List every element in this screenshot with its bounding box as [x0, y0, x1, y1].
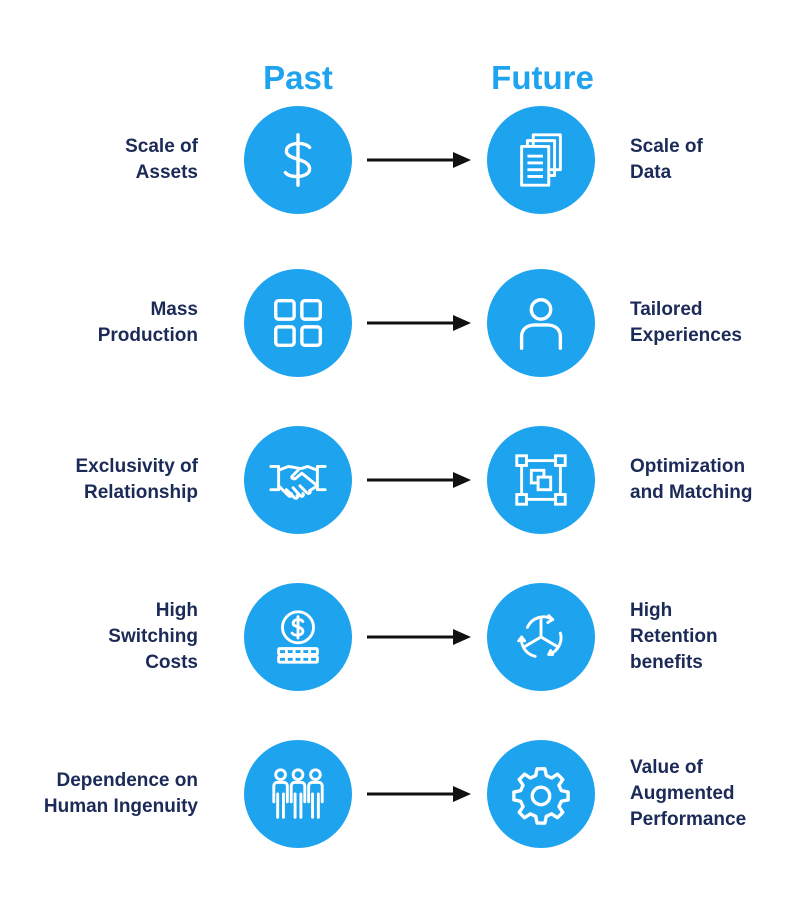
future-label-line: Scale of [630, 136, 703, 157]
past-label-line: Human Ingenuity [43, 796, 198, 817]
future-label: High Retention benefits [630, 598, 810, 676]
future-label-line: Experiences [630, 325, 742, 346]
comparison-row: Scale of Assets Scale of Data [0, 105, 812, 215]
future-label-line: Retention [630, 626, 718, 647]
coins-icon [244, 583, 352, 691]
past-label-line: High [155, 600, 198, 621]
past-label-line: Costs [145, 652, 198, 673]
past-label-line: Mass [150, 299, 198, 320]
past-label-line: Assets [135, 162, 198, 183]
arrow-right-icon [367, 629, 471, 645]
future-label-line: benefits [630, 652, 703, 673]
future-label-line: Tailored [630, 299, 703, 320]
handshake-icon [244, 426, 352, 534]
future-label-line: Performance [630, 809, 747, 830]
future-label-line: Optimization [630, 456, 746, 477]
person-icon [487, 269, 595, 377]
future-label-line: Value of [630, 757, 703, 778]
future-label-line: Augmented [630, 783, 735, 804]
cycle-icon [487, 583, 595, 691]
comparison-row: Exclusivity of Relationship Optim [0, 425, 812, 535]
past-label-line: Production [97, 325, 198, 346]
future-label: Scale of Data [630, 134, 810, 186]
past-label-line: Exclusivity of [75, 456, 199, 477]
past-label: Dependence on Human Ingenuity [0, 768, 198, 820]
past-label: Exclusivity of Relationship [0, 454, 199, 506]
past-label: Mass Production [0, 297, 198, 349]
arrow-right-icon [367, 152, 471, 168]
future-label-line: and Matching [630, 482, 753, 503]
comparison-row: Mass Production Tailored Experiences [0, 268, 812, 378]
future-label-line: Data [630, 162, 672, 183]
arrow-right-icon [367, 472, 471, 488]
documents-icon [487, 106, 595, 214]
arrow-right-icon [367, 315, 471, 331]
past-label: Scale of Assets [0, 134, 198, 186]
grid-icon [244, 269, 352, 377]
selection-icon [487, 426, 595, 534]
past-column-header: Past [263, 59, 333, 96]
past-label: High Switching Costs [0, 598, 198, 676]
past-label-line: Scale of [125, 136, 198, 157]
comparison-row: High Switching Costs [0, 582, 812, 692]
gear-icon [487, 740, 595, 848]
future-label-line: High [630, 600, 673, 621]
dollar-icon [244, 106, 352, 214]
arrow-right-icon [367, 786, 471, 802]
future-label: Tailored Experiences [630, 297, 810, 349]
future-column-header: Future [491, 59, 594, 96]
future-label: Value of Augmented Performance [630, 755, 810, 833]
past-label-line: Dependence on [56, 770, 198, 791]
people-icon [244, 740, 352, 848]
comparison-row: Dependence on Human Ingenuity Value of [0, 739, 812, 849]
future-label: Optimization and Matching [630, 454, 810, 506]
past-label-line: Relationship [83, 482, 198, 503]
past-label-line: Switching [108, 626, 198, 647]
